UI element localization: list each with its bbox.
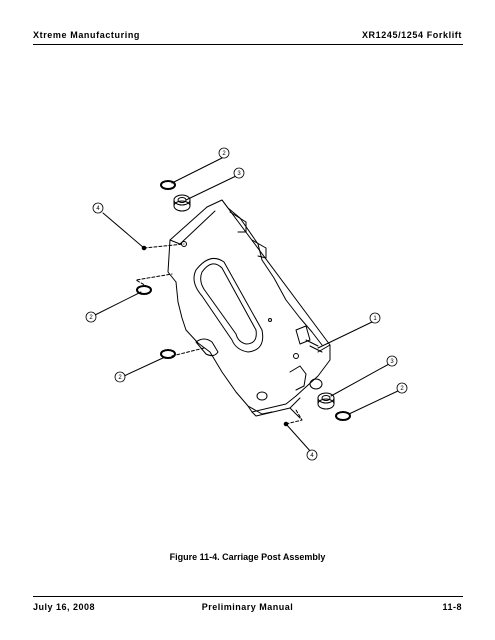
svg-text:2: 2 (118, 375, 122, 381)
callout-bubbles: 2 3 4 2 1 2 3 2 (85, 147, 408, 461)
assembly-center-lines (135, 243, 303, 425)
svg-text:2: 2 (89, 315, 93, 321)
footer-date: July 16, 2008 (33, 602, 96, 612)
callout-4-upper: 4 (92, 202, 104, 214)
callout-3-top: 3 (233, 167, 245, 179)
svg-text:3: 3 (237, 171, 241, 177)
svg-text:4: 4 (96, 206, 100, 212)
leader-lines (94, 157, 401, 453)
callout-2-left-lower: 2 (114, 371, 126, 383)
bottom-bushing (317, 392, 335, 410)
callout-2-bottom: 2 (396, 382, 408, 394)
callout-3-bottom: 3 (386, 355, 398, 367)
callout-2-top: 2 (218, 147, 230, 159)
top-bushing (173, 194, 191, 212)
top-o-ring (160, 180, 176, 190)
svg-text:2: 2 (400, 386, 404, 392)
svg-text:2: 2 (222, 151, 226, 157)
left-o-ring-upper (136, 285, 152, 295)
callout-2-left-upper: 2 (85, 311, 97, 323)
footer-manual-status: Preliminary Manual (201, 602, 294, 612)
carriage-post-plate (167, 199, 331, 419)
figure-caption: Figure 11-4. Carriage Post Assembly (169, 552, 326, 562)
callout-1: 1 (369, 312, 381, 324)
bottom-o-ring (335, 411, 351, 421)
svg-text:3: 3 (390, 359, 394, 365)
callout-4-lower: 4 (306, 449, 318, 461)
footer-page-number: 11-8 (442, 602, 462, 612)
header-left-text: Xtreme Manufacturing (33, 30, 141, 40)
footer-rule (33, 596, 463, 597)
svg-text:1: 1 (373, 316, 377, 322)
header-right-text: XR1245/1254 Forklift (361, 30, 462, 40)
left-o-ring-lower (160, 349, 176, 359)
header-rule (33, 44, 463, 45)
svg-text:4: 4 (310, 453, 314, 459)
